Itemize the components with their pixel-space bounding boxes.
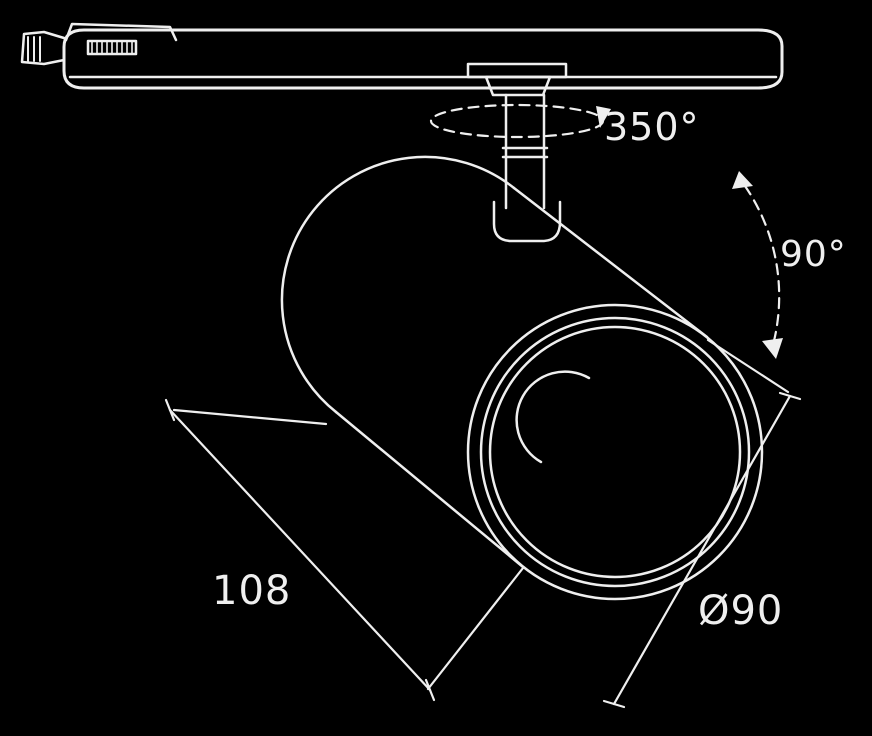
tilt-rotation-indicator <box>743 184 781 347</box>
pan-rotation-label: 350° <box>604 105 700 149</box>
stem-sides <box>504 93 546 210</box>
mounting-stem <box>492 93 562 243</box>
arrowheads <box>596 106 783 359</box>
stem-collar <box>501 146 549 159</box>
end-clip <box>20 30 66 66</box>
track-rail <box>20 22 784 90</box>
length-dimension-line <box>168 408 432 692</box>
pan-rotation-indicator <box>429 103 605 139</box>
pan-arrowhead-icon <box>596 106 611 128</box>
latch-lever <box>64 22 178 42</box>
end-clip-hatch <box>27 36 41 62</box>
rail-outline <box>62 28 784 90</box>
tilt-rotation-arc <box>743 184 781 347</box>
diameter-dimension-line <box>612 394 792 706</box>
length-tick-start <box>164 398 176 422</box>
tilt-rotation-label: 90° <box>780 234 847 275</box>
face-diameter-label: Ø90 <box>698 588 783 634</box>
grip-block-hatch <box>91 40 133 55</box>
tilt-arrowhead-bottom-icon <box>762 338 783 359</box>
face-outer-ring <box>466 303 764 601</box>
diameter-tick-start <box>778 391 802 401</box>
annotation-labels: 350° 90° 108 Ø90 <box>212 105 847 634</box>
tilt-arrowhead-top-icon <box>732 171 753 189</box>
diameter-extension-upper <box>706 338 790 394</box>
diameter-tick-end <box>602 699 626 709</box>
stem-yoke <box>492 200 562 243</box>
pan-rotation-ellipse <box>429 103 605 139</box>
adapter-neck <box>484 75 552 97</box>
body-back-arc <box>280 155 516 414</box>
adapter-plate <box>466 62 568 79</box>
body-length-label: 108 <box>212 568 291 614</box>
spotlight-body <box>280 155 709 569</box>
spotlight-face <box>466 303 764 601</box>
length-extension-lower <box>426 566 525 691</box>
dimension-length <box>164 398 525 702</box>
length-extension-upper <box>172 408 328 426</box>
dimension-diameter <box>602 338 802 709</box>
face-inner-ring <box>488 325 742 579</box>
lamp-arc <box>515 370 591 464</box>
linework <box>20 22 802 709</box>
length-tick-end <box>424 678 436 702</box>
face-bezel-ring <box>479 316 751 588</box>
body-bottom-edge <box>334 410 525 569</box>
track-adapter <box>466 62 568 97</box>
body-top-edge <box>512 186 709 339</box>
